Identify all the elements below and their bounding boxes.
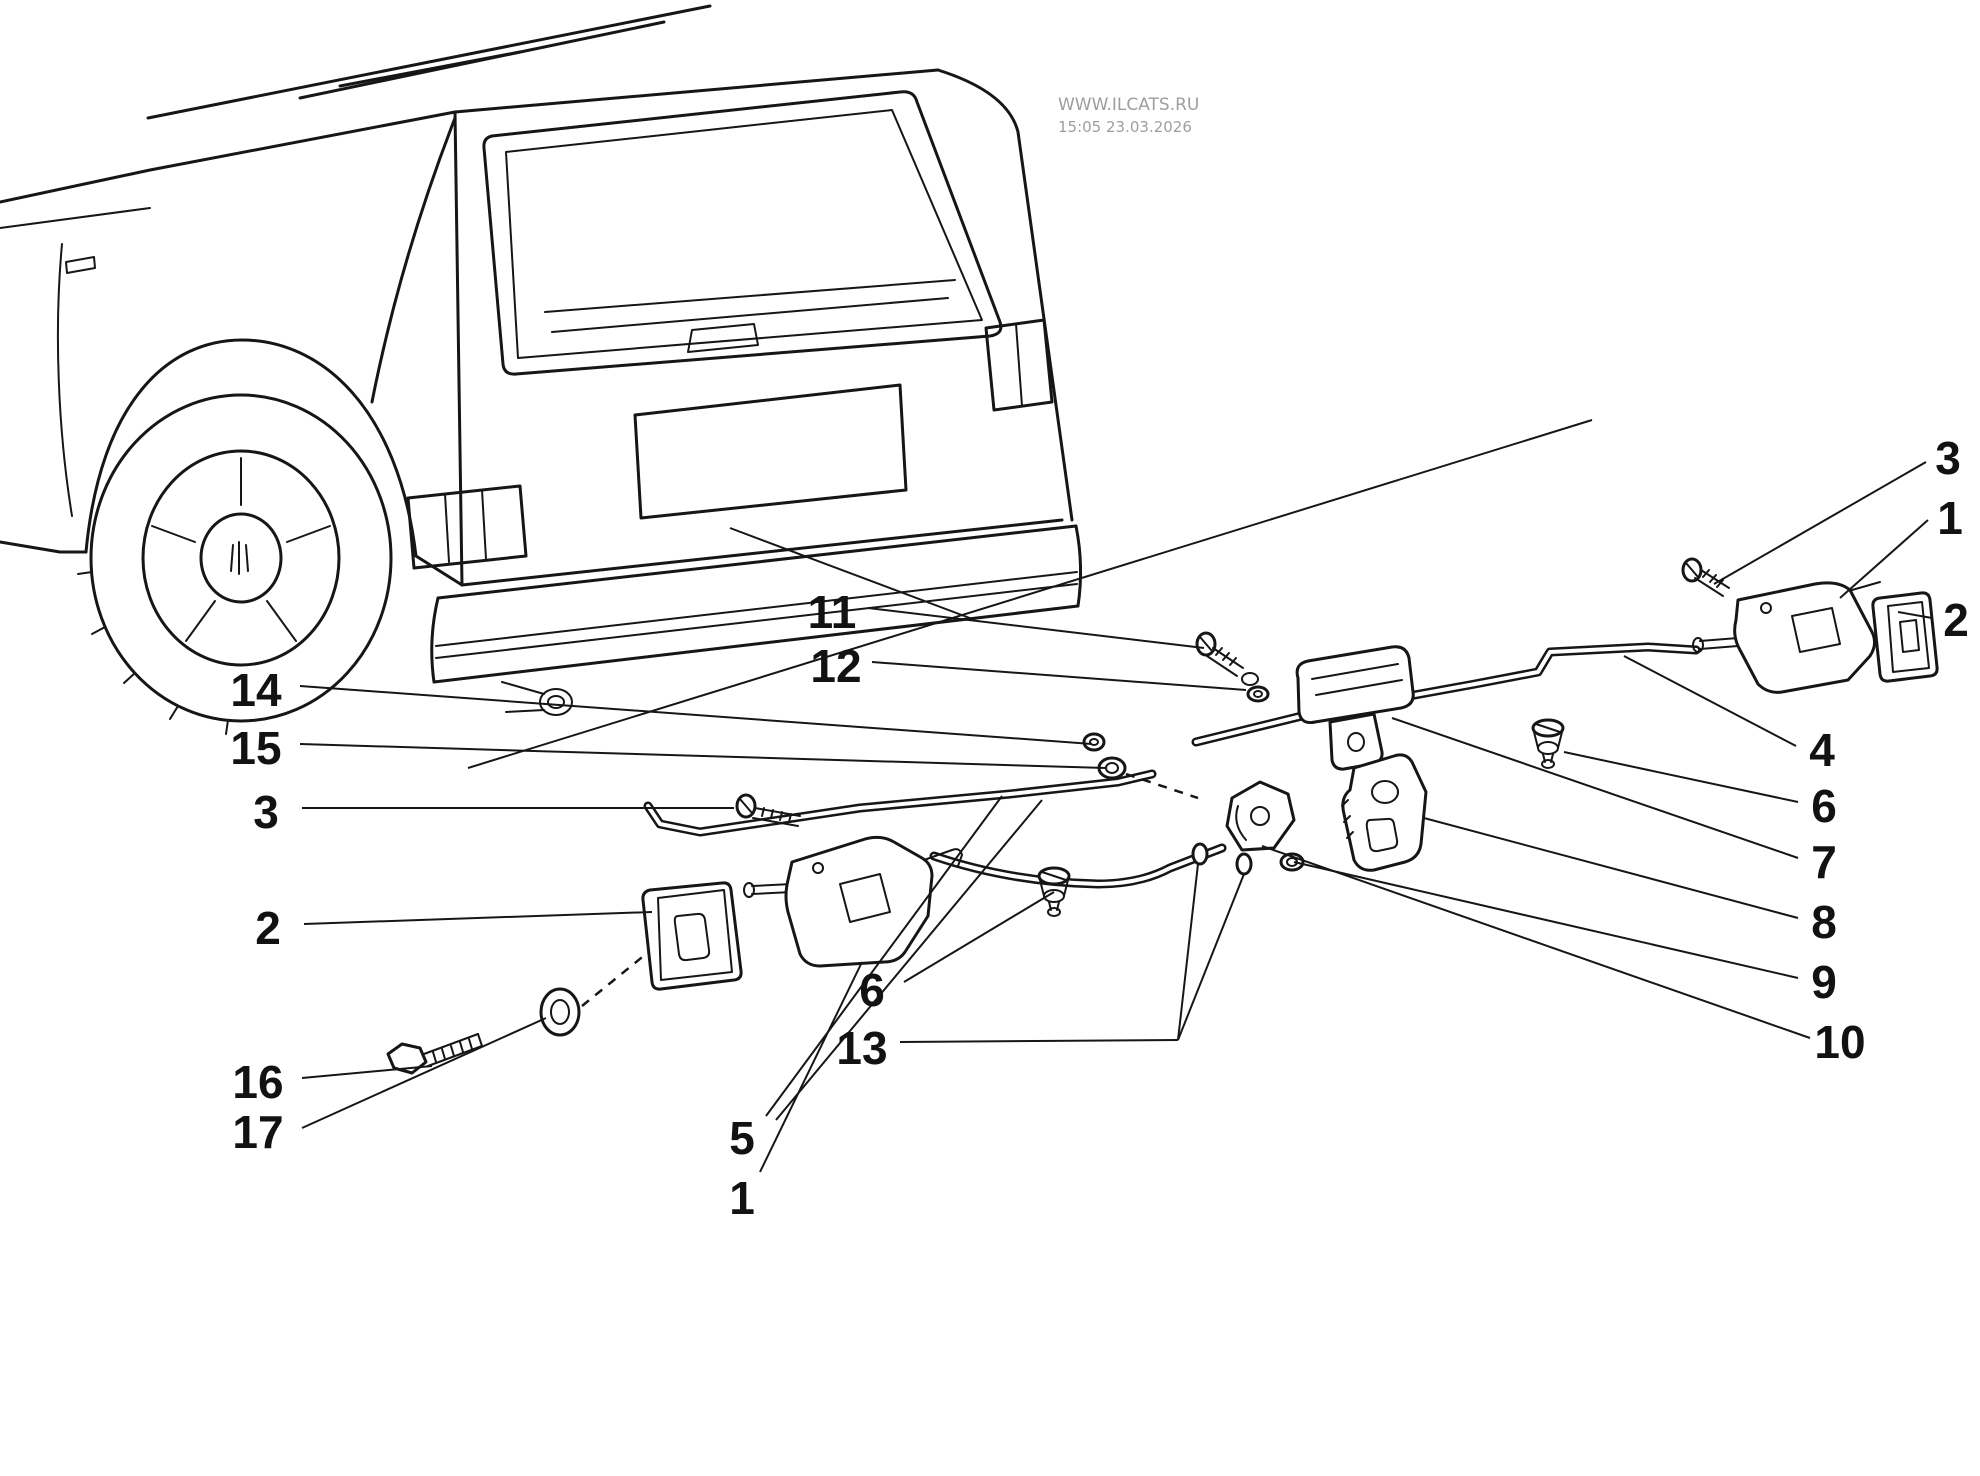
callout-11: 11 xyxy=(808,586,857,638)
callout-5: 5 xyxy=(729,1112,755,1164)
part-latch-lever xyxy=(1225,780,1296,852)
part-striker-left xyxy=(641,881,743,991)
callout-2-upper-right: 2 xyxy=(1943,594,1969,646)
leader-line xyxy=(301,1017,547,1129)
part-washer-14 xyxy=(1082,732,1106,752)
exploded-assembly xyxy=(386,557,1939,1075)
assembly-axis-dashed xyxy=(1125,772,1199,800)
assembly-axis-dashed xyxy=(581,953,647,1007)
callout-14: 14 xyxy=(230,664,282,716)
part-bush-b xyxy=(1235,852,1253,876)
callout-labels: 3 1 2 4 6 7 8 9 10 11 12 14 15 3 2 16 17… xyxy=(230,432,1968,1224)
callout-4: 4 xyxy=(1809,724,1835,776)
part-screw-center xyxy=(1195,631,1259,686)
callout-10: 10 xyxy=(1814,1016,1865,1068)
leader-line xyxy=(1261,845,1811,1039)
watermark-site: WWW.ILCATS.RU xyxy=(1058,95,1199,115)
part-bolt-16 xyxy=(386,1033,483,1075)
leader-line xyxy=(1897,611,1933,619)
leader-line xyxy=(1563,751,1799,803)
reference-line xyxy=(729,527,976,621)
leader-line xyxy=(1839,519,1929,599)
callout-9: 9 xyxy=(1811,956,1837,1008)
connecting-rod-right xyxy=(1191,642,1701,747)
callout-17: 17 xyxy=(232,1106,283,1158)
leader-line xyxy=(1293,861,1799,979)
callout-1-bottom: 1 xyxy=(729,1172,755,1224)
part-washer-12 xyxy=(1246,685,1270,703)
leader-line xyxy=(867,607,1205,649)
part-lock-bracket xyxy=(1341,753,1428,872)
leader-line xyxy=(775,799,1043,1121)
callout-12: 12 xyxy=(810,640,861,692)
leader-line xyxy=(1623,655,1797,747)
exhaust-pipe xyxy=(501,681,573,716)
part-bush-a xyxy=(1191,842,1209,866)
leader-line xyxy=(1177,873,1245,1041)
leader-line xyxy=(903,891,1055,983)
leader-line xyxy=(899,1039,1179,1043)
callout-15: 15 xyxy=(230,722,281,774)
watermark-timestamp: 15:05 23.03.2026 xyxy=(1058,118,1192,136)
leader-line xyxy=(303,911,653,925)
leader-line xyxy=(1177,863,1199,1041)
callout-16: 16 xyxy=(232,1056,283,1108)
callout-13: 13 xyxy=(836,1022,887,1074)
watermark: WWW.ILCATS.RU 15:05 23.03.2026 xyxy=(1058,95,1199,136)
leader-line xyxy=(871,661,1247,691)
callout-1-upper-right: 1 xyxy=(1937,492,1963,544)
reference-lines xyxy=(467,419,1593,769)
connecting-rod-lower xyxy=(929,843,1227,889)
rear-wheel xyxy=(77,393,393,735)
callout-6-right: 6 xyxy=(1811,780,1837,832)
callout-3-upper-right: 3 xyxy=(1935,432,1961,484)
connecting-rod-left xyxy=(643,769,1157,837)
leader-line xyxy=(1713,461,1927,585)
callout-8: 8 xyxy=(1811,896,1837,948)
part-washer-17 xyxy=(539,987,581,1037)
part-latch-right xyxy=(1692,581,1881,694)
leader-line xyxy=(299,685,1093,745)
reference-line xyxy=(467,419,1593,769)
leader-line xyxy=(301,1065,433,1079)
part-clip-center xyxy=(1037,866,1071,917)
part-latch-left xyxy=(743,835,963,968)
leader-line xyxy=(1423,817,1799,919)
callout-7: 7 xyxy=(1811,836,1837,888)
leader-lines xyxy=(299,461,1933,1173)
leader-line xyxy=(1391,717,1799,859)
callout-3-left: 3 xyxy=(253,786,279,838)
callout-6-center: 6 xyxy=(859,964,885,1016)
car-rear-view xyxy=(0,4,1083,735)
part-screw-left xyxy=(735,793,801,827)
part-handle-pad xyxy=(1295,645,1415,771)
leader-line xyxy=(765,795,1003,1117)
callout-2-left: 2 xyxy=(255,902,281,954)
part-striker-right xyxy=(1871,591,1939,683)
part-clip-right xyxy=(1531,718,1565,769)
leader-line xyxy=(299,743,1107,769)
leader-line xyxy=(759,961,863,1173)
part-screw-right xyxy=(1681,557,1730,597)
